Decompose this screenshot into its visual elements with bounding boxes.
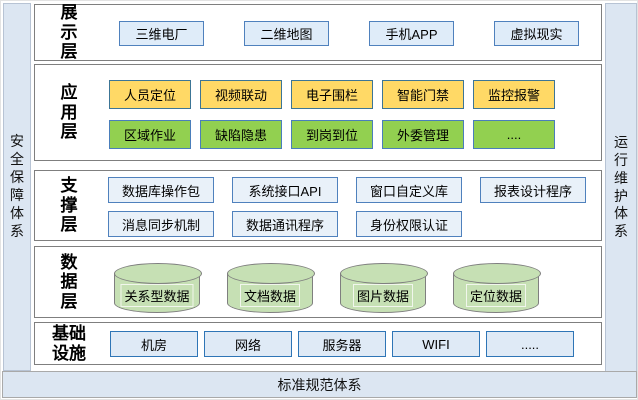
database-cylinder: 定位数据 xyxy=(453,263,541,313)
layer-data-label: 数据层 xyxy=(60,252,78,311)
infrastructure-item: 机房 xyxy=(110,331,198,357)
bottom-bar-label: 标准规范体系 xyxy=(277,376,362,393)
application-item: 智能门禁 xyxy=(382,80,464,109)
layer-application: 应用层 人员定位 视频联动 电子围栏 智能门禁 监控报警 区域作业 缺陷隐患 到… xyxy=(34,64,602,161)
layer-presentation: 展示层 三维电厂 二维地图 手机APP 虚拟现实 xyxy=(34,3,602,62)
infrastructure-item: ..... xyxy=(486,331,574,357)
layer-infrastructure: 基础设施 机房 网络 服务器 WIFI ..... xyxy=(34,322,602,365)
cylinder-label: 关系型数据 xyxy=(120,284,194,307)
application-item: 外委管理 xyxy=(382,120,464,149)
presentation-item: 虚拟现实 xyxy=(494,21,579,46)
presentation-item: 手机APP xyxy=(369,21,454,46)
cylinder-label: 定位数据 xyxy=(465,284,527,307)
data-cylinders-row: 关系型数据 文档数据 图片数据 定位数据 xyxy=(114,263,541,313)
layer-infrastructure-label: 基础设施 xyxy=(51,323,86,363)
support-item: 数据通讯程序 xyxy=(232,211,338,237)
cylinder-label: 图片数据 xyxy=(352,284,414,307)
support-item: 系统接口API xyxy=(232,177,338,203)
application-item: 电子围栏 xyxy=(291,80,373,109)
layer-application-label: 应用层 xyxy=(60,83,78,142)
support-item: 窗口自定义库 xyxy=(356,177,462,203)
infrastructure-item: 网络 xyxy=(204,331,292,357)
application-item: 人员定位 xyxy=(109,80,191,109)
application-row-2: 区域作业 缺陷隐患 到岗到位 外委管理 .... xyxy=(109,120,555,149)
layer-support: 支撑层 数据库操作包 系统接口API 窗口自定义库 报表设计程序 消息同步机制 … xyxy=(34,170,602,241)
database-cylinder: 关系型数据 xyxy=(114,263,202,313)
presentation-item: 二维地图 xyxy=(244,21,329,46)
infrastructure-items-row: 机房 网络 服务器 WIFI ..... xyxy=(110,331,574,357)
application-row-1: 人员定位 视频联动 电子围栏 智能门禁 监控报警 xyxy=(109,80,555,109)
application-item: 视频联动 xyxy=(200,80,282,109)
support-row-2: 消息同步机制 数据通讯程序 身份权限认证 xyxy=(108,211,462,237)
standard-specification-bar: 标准规范体系 xyxy=(2,371,637,398)
support-item: 报表设计程序 xyxy=(480,177,586,203)
infrastructure-item: WIFI xyxy=(392,331,480,357)
layer-data: 数据层 关系型数据 文档数据 图片数据 定位数据 xyxy=(34,246,602,318)
application-item: .... xyxy=(473,120,555,149)
presentation-items-row: 三维电厂 二维地图 手机APP 虚拟现实 xyxy=(119,21,579,46)
application-item: 区域作业 xyxy=(109,120,191,149)
pillar-operation-maintenance: 运行维护体系 xyxy=(605,3,637,372)
support-row-1: 数据库操作包 系统接口API 窗口自定义库 报表设计程序 xyxy=(108,177,586,203)
application-item: 监控报警 xyxy=(473,80,555,109)
application-item: 到岗到位 xyxy=(291,120,373,149)
support-item: 身份权限认证 xyxy=(356,211,462,237)
layer-support-label: 支撑层 xyxy=(60,176,78,235)
database-cylinder: 图片数据 xyxy=(340,263,428,313)
layer-presentation-label: 展示层 xyxy=(60,3,78,62)
support-item: 消息同步机制 xyxy=(108,211,214,237)
pillar-right-label: 运行维护体系 xyxy=(613,133,628,240)
application-item: 缺陷隐患 xyxy=(200,120,282,149)
infrastructure-item: 服务器 xyxy=(298,331,386,357)
cylinder-label: 文档数据 xyxy=(239,284,301,307)
support-item: 数据库操作包 xyxy=(108,177,214,203)
presentation-item: 三维电厂 xyxy=(119,21,204,46)
pillar-left-label: 安全保障体系 xyxy=(9,133,24,239)
database-cylinder: 文档数据 xyxy=(227,263,315,313)
pillar-security-system: 安全保障体系 xyxy=(3,3,31,371)
